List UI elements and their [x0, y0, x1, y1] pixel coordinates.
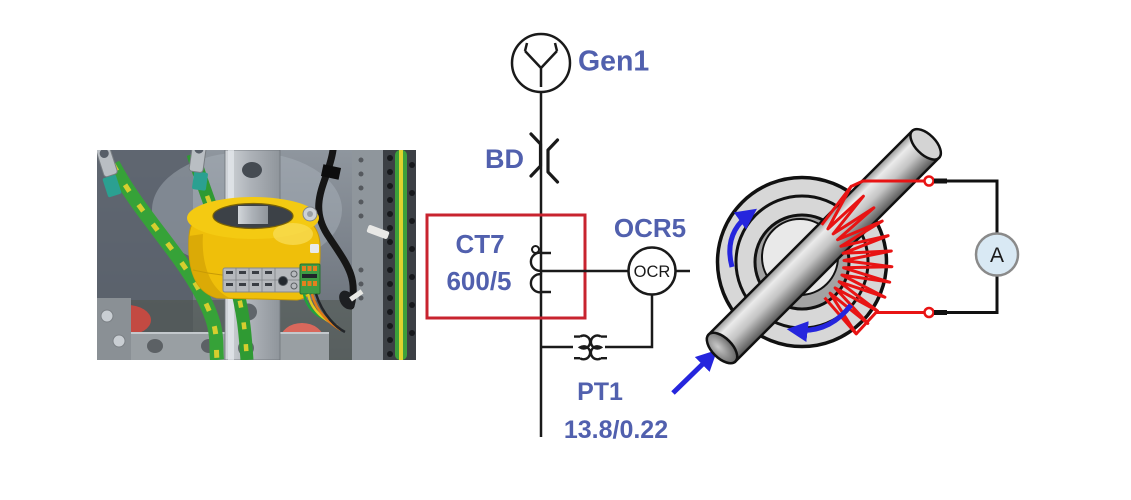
breaker-label: BD	[485, 144, 524, 174]
secondary-terminal	[923, 306, 935, 319]
conductor-pointer-arrow	[671, 349, 718, 395]
pt-label: PT1	[577, 378, 623, 406]
ct-label: CT7	[455, 229, 504, 259]
pt-ratio-label: 13.8/0.22	[564, 416, 668, 444]
generator-symbol	[510, 32, 572, 94]
heat-shrink-band	[102, 174, 122, 198]
black-control-cable	[315, 146, 364, 310]
primary-conductor	[705, 127, 943, 365]
ct-illustration: A	[705, 127, 1020, 365]
relay-symbol-text: OCR	[634, 263, 671, 281]
ct-installation-photo	[95, 141, 416, 361]
ct-label-plate	[222, 267, 302, 293]
generator-label: Gen1	[578, 46, 649, 78]
ammeter-circuit	[934, 178, 1020, 315]
secondary-terminal	[923, 175, 935, 187]
ct-device	[187, 197, 346, 334]
ct-highlight-box	[425, 213, 587, 320]
relay-name-label: OCR5	[614, 213, 686, 243]
pt-symbol	[541, 334, 607, 361]
sticker	[310, 244, 319, 253]
drawout-breaker-symbol	[529, 132, 560, 184]
secondary-winding	[820, 185, 894, 336]
test-button	[278, 276, 288, 286]
flux-arrow-bottom	[786, 303, 853, 342]
ammeter-label: A	[990, 244, 1004, 267]
strut-hole	[242, 162, 262, 178]
ocr-relay-symbol	[542, 246, 690, 349]
ct-photo-art	[95, 141, 416, 361]
heat-shrink-band	[192, 171, 208, 191]
flux-direction-arrows	[727, 208, 853, 342]
ammeter	[974, 232, 1020, 277]
mounting-rails	[352, 150, 416, 360]
flux-arrow-top	[727, 208, 757, 268]
ct-symbol	[529, 245, 551, 294]
ct-ratio-label: 600/5	[446, 266, 511, 296]
cable-tie	[366, 225, 390, 239]
secondary-leads	[850, 175, 935, 335]
terminal-block	[299, 263, 346, 334]
